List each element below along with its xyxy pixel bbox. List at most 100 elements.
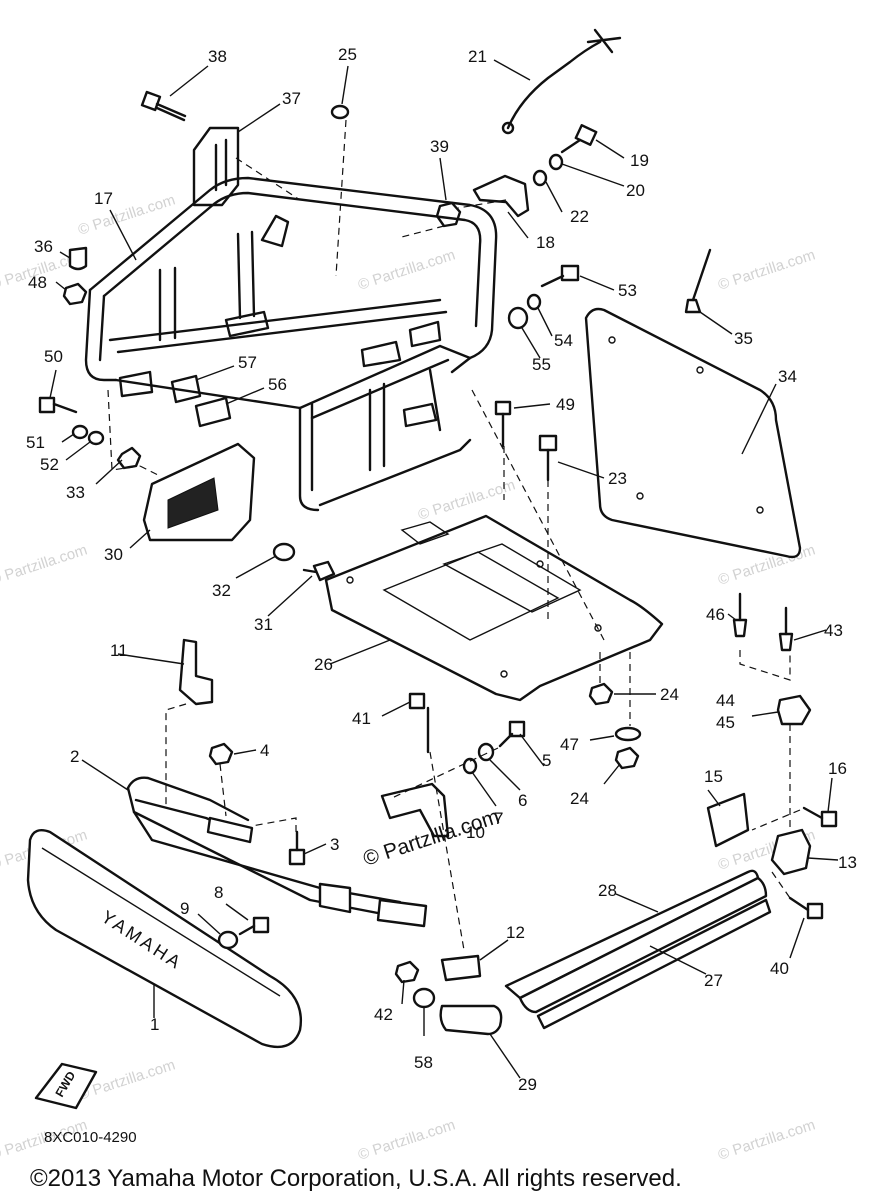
rivet-43-icon (778, 606, 794, 652)
callout-label: 23 (608, 469, 627, 488)
callout-label: 41 (352, 709, 371, 728)
callout-label: 11 (110, 641, 128, 660)
nut-55-icon (507, 306, 529, 330)
callout-label: 37 (282, 89, 301, 108)
callout-label: 25 (338, 45, 357, 64)
callout-label: 2 (70, 747, 79, 766)
callout-label: 54 (554, 331, 573, 350)
bracket-37-icon (192, 126, 240, 207)
nut-39-icon (435, 201, 462, 228)
callout-label: 27 (704, 971, 723, 990)
callout-label: 57 (238, 353, 257, 372)
callout-label: 22 (570, 207, 589, 226)
watermark: © Partzilla.com (0, 541, 89, 588)
washer-54-icon (526, 293, 542, 311)
callout-label: 31 (254, 615, 273, 634)
bolt-23-icon (538, 434, 558, 482)
watermark: © Partzilla.com (716, 1116, 817, 1163)
bolt-8-icon (238, 916, 270, 936)
nut-42-icon (394, 960, 420, 984)
callout-label: 58 (414, 1053, 433, 1072)
leader-lines (49, 59, 839, 1079)
watermark: © Partzilla.com (76, 191, 177, 238)
watermark: © Partzilla.com (356, 246, 457, 293)
callout-label: 50 (44, 347, 63, 366)
callout-label: 43 (824, 621, 843, 640)
nut-4-icon (208, 742, 234, 766)
alignment-lines (107, 119, 801, 951)
bolt-3-icon (288, 830, 306, 866)
bracket-10-icon (380, 782, 450, 838)
washer-7-icon (462, 757, 478, 775)
skid-plate-26-icon (324, 514, 664, 702)
callout-label: 36 (34, 237, 53, 256)
washer-51-icon (71, 424, 89, 440)
bolt-49-icon (494, 400, 512, 448)
callout-label: 13 (838, 853, 857, 872)
callout-label: 3 (330, 835, 339, 854)
callout-label: 42 (374, 1005, 393, 1024)
rivet-46-icon (732, 592, 748, 638)
callout-label: 17 (94, 189, 113, 208)
callout-label: 30 (104, 545, 123, 564)
callout-label: 7 (494, 809, 503, 828)
nut-24b-icon (614, 746, 640, 770)
callout-label: 28 (598, 881, 617, 900)
washer-47-icon (614, 726, 642, 742)
washer-52-icon (87, 430, 105, 446)
bracket-57-icon (170, 374, 202, 404)
callout-label: 32 (212, 581, 231, 600)
bolt-50-icon (38, 396, 78, 414)
callout-label: 20 (626, 181, 645, 200)
callout-label: 39 (430, 137, 449, 156)
clip-44-icon (776, 694, 812, 726)
callout-label: 26 (314, 655, 333, 674)
watermark: © Partzilla.com (356, 1116, 457, 1163)
bracket-56-icon (194, 396, 232, 428)
callout-label: 49 (556, 395, 575, 414)
bracket-13-icon (770, 828, 812, 876)
bolt-40-icon (788, 896, 824, 920)
nut-33-icon (116, 446, 142, 470)
bracket-30-icon (142, 442, 256, 542)
bolt-41-icon (408, 692, 430, 754)
callout-label: 51 (26, 433, 45, 452)
callout-label: 21 (468, 47, 487, 66)
callout-label: 24 (660, 685, 679, 704)
callout-label: 48 (28, 273, 47, 292)
bolt-53-icon (540, 264, 580, 288)
cover-29-icon (439, 1004, 503, 1036)
callout-label: 35 (734, 329, 753, 348)
mud-flap-34-icon (584, 307, 802, 559)
callout-label: 38 (208, 47, 227, 66)
callout-label: 52 (40, 455, 59, 474)
callout-label: 18 (536, 233, 555, 252)
diagram-reference: 8XC010-4290 (44, 1129, 137, 1146)
rivet-35-icon (684, 248, 712, 314)
callout-label: 6 (518, 791, 527, 810)
callout-label: 10 (466, 823, 485, 842)
callout-label: 15 (704, 767, 723, 786)
callout-label: 33 (66, 483, 85, 502)
copyright-notice: ©2013 Yamaha Motor Corporation, U.S.A. A… (30, 1165, 682, 1192)
callout-label: 16 (828, 759, 847, 778)
bracket-11-icon (178, 638, 214, 706)
washer-6-icon (477, 742, 495, 762)
bushing-25-icon (330, 104, 350, 120)
fwd-arrow-icon: FWD (34, 1062, 98, 1110)
nut-48-icon (62, 282, 88, 306)
callout-label: 45 (716, 713, 735, 732)
bracket-18-icon (472, 174, 530, 218)
callout-label: 46 (706, 605, 725, 624)
bracket-12-icon (440, 954, 482, 982)
bushing-58-icon (412, 987, 436, 1009)
bushing-32-icon (272, 542, 296, 562)
cap-36-icon (68, 246, 88, 271)
callout-label: 34 (778, 367, 797, 386)
bolt-5-icon (498, 720, 526, 748)
callout-label: 55 (532, 355, 551, 374)
callout-label: 29 (518, 1075, 537, 1094)
callout-label: 19 (630, 151, 649, 170)
callout-label: 4 (260, 741, 269, 760)
rear-rack-17-icon (84, 176, 498, 512)
